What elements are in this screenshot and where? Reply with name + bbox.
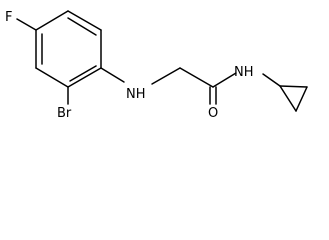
bond-methylene-carbonyl bbox=[179, 67, 214, 88]
bond-carbonyl-amide bbox=[212, 72, 237, 88]
ring-bond-c1-c2 bbox=[67, 10, 102, 31]
bond-ring-amine bbox=[100, 67, 125, 83]
cyclopropyl-bond-2 bbox=[295, 86, 308, 112]
cyclopropyl-bond-1 bbox=[279, 85, 308, 88]
bond-amide-cyclopropyl bbox=[262, 73, 281, 87]
ring-double-bond-c1-c2 bbox=[67, 17, 97, 36]
ring-bond-c2-c3 bbox=[35, 10, 69, 31]
ring-double-bond-c5-c6 bbox=[69, 65, 97, 82]
atom-label-amine-nitrogen: NH bbox=[126, 87, 146, 102]
ring-bond-c4-c5 bbox=[35, 67, 69, 88]
cyclopropyl-ring bbox=[279, 85, 308, 112]
atom-label-amide-nitrogen: NH bbox=[234, 65, 254, 80]
atom-label-fluorine: F bbox=[5, 10, 12, 25]
atom-label-carbonyl-oxygen: O bbox=[208, 106, 218, 121]
ring-bond-c5-c6 bbox=[67, 67, 102, 88]
bond-amine-methylene bbox=[151, 67, 181, 85]
chemical-structure: F Br NH O NH bbox=[5, 10, 308, 121]
cyclopropyl-bond-3 bbox=[279, 85, 297, 112]
bond-ring-fluorine bbox=[16, 18, 37, 31]
atom-label-bromine: Br bbox=[57, 106, 72, 121]
benzene-ring bbox=[35, 10, 102, 88]
